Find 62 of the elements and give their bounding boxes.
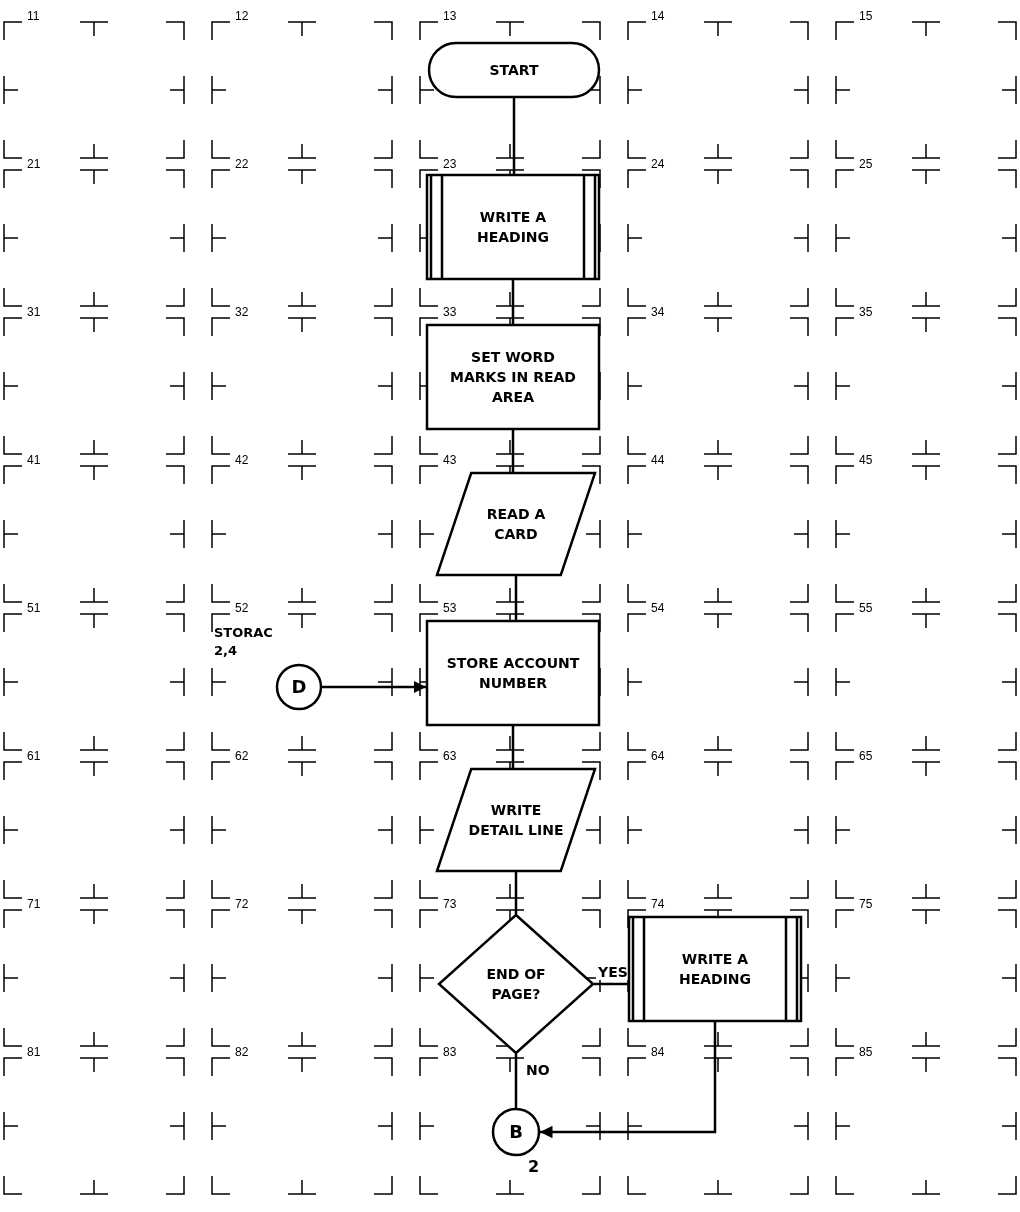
- edge-label: NO: [524, 1062, 552, 1078]
- step-text: WRITE DETAIL LINE: [467, 801, 565, 840]
- block-number: 75: [858, 898, 874, 911]
- block-number: 14: [650, 10, 666, 23]
- block-number: 72: [234, 898, 250, 911]
- block-number: 43: [442, 454, 458, 467]
- connector-letter: D: [291, 677, 307, 697]
- block-number: 73: [442, 898, 458, 911]
- step-text: START: [489, 61, 539, 80]
- step-text: END OF PAGE?: [485, 965, 547, 1004]
- block-number: 54: [650, 602, 666, 615]
- block-number: 24: [650, 158, 666, 171]
- step-text: STORE ACCOUNT NUMBER: [445, 654, 581, 693]
- block-number: 42: [234, 454, 250, 467]
- block-number: 11: [26, 10, 41, 23]
- flow-line: [512, 98, 516, 174]
- flow-line: [511, 726, 515, 768]
- block-number: 13: [442, 10, 458, 23]
- flow-line: [511, 280, 515, 324]
- block-number: 64: [650, 750, 666, 763]
- block-number: 84: [650, 1046, 666, 1059]
- block-number: 23: [442, 158, 458, 171]
- step-text: WRITE A HEADING: [475, 208, 551, 247]
- block-number: 74: [650, 898, 666, 911]
- block-number: 41: [26, 454, 42, 467]
- flow-line: [594, 982, 628, 986]
- block-number: 44: [650, 454, 666, 467]
- block-number: 71: [26, 898, 42, 911]
- block-number: 51: [26, 602, 42, 615]
- block-number: 53: [442, 602, 458, 615]
- block-number: 35: [858, 306, 874, 319]
- block-number: 33: [442, 306, 458, 319]
- step-text: SET WORD MARKS IN READ AREA: [449, 348, 577, 407]
- block-number: 61: [26, 750, 42, 763]
- block-number: 81: [26, 1046, 42, 1059]
- block-number: 12: [234, 10, 250, 23]
- flow-line: [514, 1054, 518, 1108]
- block-number: 21: [26, 158, 42, 171]
- block-number: 22: [234, 158, 250, 171]
- block-number: 34: [650, 306, 666, 319]
- block-number: 85: [858, 1046, 874, 1059]
- block-number: 82: [234, 1046, 250, 1059]
- block-number: 52: [234, 602, 250, 615]
- flow-line: [511, 430, 515, 472]
- flow-line: [322, 680, 426, 694]
- flow-line: [540, 1022, 717, 1139]
- block-number: 62: [234, 750, 250, 763]
- flow-line: [514, 576, 518, 620]
- step-text: READ A CARD: [485, 505, 547, 544]
- block-number: 55: [858, 602, 874, 615]
- flow-line: [514, 872, 518, 914]
- block-number: 63: [442, 750, 458, 763]
- block-number: 31: [26, 306, 42, 319]
- step-text: WRITE A HEADING: [677, 950, 753, 989]
- block-number: 45: [858, 454, 874, 467]
- block-number: 83: [442, 1046, 458, 1059]
- edge-label: YES: [596, 964, 630, 980]
- block-number: 65: [858, 750, 874, 763]
- block-number: 15: [858, 10, 874, 23]
- block-number: 25: [858, 158, 874, 171]
- block-number: 32: [234, 306, 250, 319]
- connector-letter: B: [509, 1122, 523, 1142]
